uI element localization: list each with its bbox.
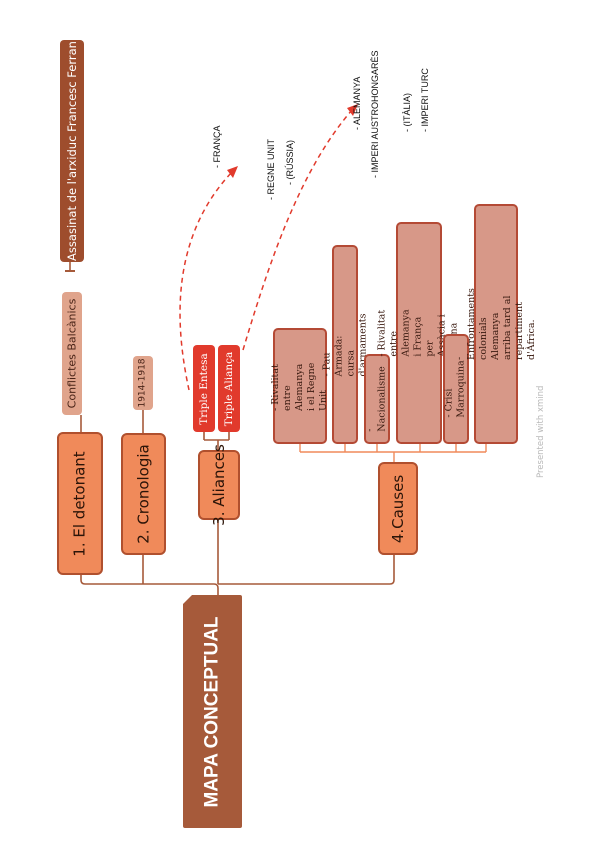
branch-causes[interactable]: 4.Causes [378,462,418,555]
cause-pau-armada[interactable]: - Pau Armada: cursa d'armaments [321,245,368,444]
connector-aliances-sub [203,432,230,450]
branch-aliances[interactable]: 3. Aliances [198,444,240,526]
triple-alianca[interactable]: Triple Aliança [218,345,240,432]
conflictes-balcanics[interactable]: Conflictes Balcànics [62,292,82,415]
cause-nacionalisme[interactable]: - Nacionalisme [364,354,390,444]
triple-entesa[interactable]: Triple Entesa [193,345,215,432]
connector-trunk [80,575,219,595]
connector-trunk-right [218,555,395,585]
main-title-box[interactable]: MAPA CONCEPTUAL [183,595,242,828]
cause-crisi-marroquina[interactable]: - Crisi Marroquina [443,334,469,444]
entesa-member: - REGNE UNIT [266,138,276,200]
cause-rivalitat-franca[interactable]: - Rivalitat entre Alemanya i França per … [377,222,460,444]
branch-cronologia[interactable]: 2. Cronologia [121,433,166,555]
connector-causes-hub [300,451,486,462]
entesa-member: - FRANÇA [212,125,222,169]
alianca-member: - ALEMANYA [352,76,362,130]
alianca-member: - IMPERI AUSTROHONGARÈS [370,50,380,178]
alianca-arrowhead [347,104,358,116]
main-title: MAPA CONCEPTUAL [201,615,223,808]
assasinat-arxiduc[interactable]: Assasinat de l'arxiduc Francesc Ferran [60,40,84,262]
cause-rivalitat-regne-unit[interactable]: - Rivalitat entre Alemanya i el Regne Un… [270,328,329,444]
entesa-arrow [179,171,233,391]
alianca-member: - IMPERI TURC [420,68,430,132]
branch-detonant[interactable]: 1. El detonant [57,432,103,575]
alianca-arrow [242,109,353,351]
sub-separator [65,270,75,272]
main-title-fold-icon [183,595,192,604]
alianca-member: - (ITÀLIA) [402,92,412,132]
footer-credit: Presented with xmind [536,385,546,478]
entesa-arrowhead [227,166,238,178]
cronologia-dates[interactable]: 1914-1918 [133,356,153,410]
cause-enfrontaments-colonials[interactable]: - Enfrontaments colonials Alemanya arrib… [454,204,537,444]
entesa-member: - (RÚSSIA) [285,140,295,185]
